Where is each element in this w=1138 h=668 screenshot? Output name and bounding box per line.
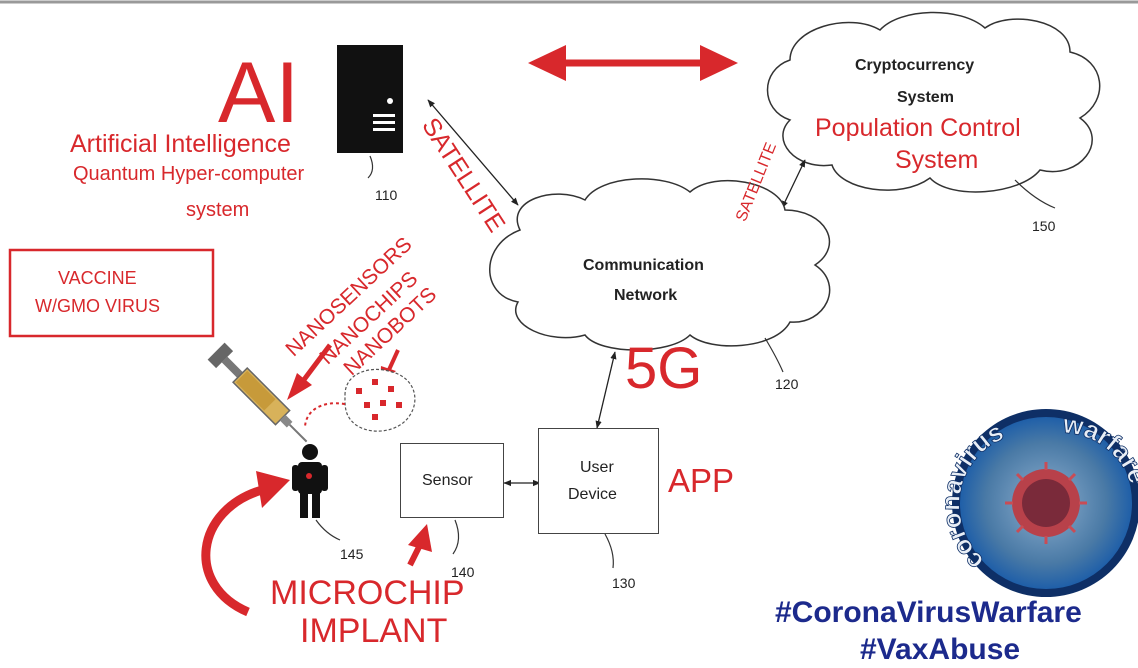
nanobots-arrow	[386, 349, 400, 373]
ref-leader-110	[367, 155, 374, 179]
ai-name: Artificial Intelligence	[70, 130, 291, 158]
vaccine-box	[8, 248, 215, 338]
ref-120: 120	[775, 376, 799, 392]
nano-to-syringe-arrowhead	[287, 373, 312, 400]
ref-145: 145	[340, 546, 364, 562]
ref-leader-130	[604, 533, 614, 569]
red-double-arrow	[528, 45, 738, 81]
ai-big-label: AI	[218, 45, 300, 141]
curved-implant-arrow	[201, 485, 264, 617]
ref-130: 130	[612, 575, 636, 591]
cloud-communication-network	[489, 178, 831, 351]
sensor-box: Sensor	[400, 443, 504, 518]
sensor-label: Sensor	[422, 472, 473, 489]
ai-sub-line1: Quantum Hyper-computer	[73, 163, 305, 185]
injection-dotted-path	[304, 402, 346, 429]
nanobot-dots	[356, 379, 402, 420]
crypto-line2: System	[897, 89, 954, 106]
coronavirus-warfare-badge	[952, 409, 1138, 597]
nanobot-blob	[344, 368, 416, 432]
device-line2: Device	[568, 486, 617, 503]
curved-implant-arrowhead	[256, 471, 290, 508]
person-icon	[292, 444, 328, 518]
network-device-link	[595, 351, 617, 429]
ai-sub-line2: system	[186, 199, 250, 221]
network-line2: Network	[614, 287, 678, 304]
population-control-line1: Population Control	[815, 114, 1021, 142]
ref-leader-145	[315, 519, 341, 541]
fiveg-label: 5G	[625, 336, 703, 401]
ref-150: 150	[1032, 218, 1056, 234]
population-control-line2: System	[895, 146, 979, 174]
server-icon	[337, 45, 403, 153]
microchip-line2: IMPLANT	[300, 612, 448, 650]
ref-110: 110	[375, 187, 398, 203]
vaccine-line1: VACCINE	[58, 268, 137, 288]
hashtag-vaxabuse: #VaxAbuse	[860, 633, 1021, 666]
user-device-box: User Device	[538, 428, 659, 534]
ref-leader-140	[452, 519, 460, 555]
ref-leader-120	[764, 337, 784, 373]
cloud-cryptocurrency	[766, 11, 1101, 193]
implant-dot	[306, 473, 312, 479]
crypto-line1: Cryptocurrency	[855, 57, 975, 74]
server-network-link	[427, 99, 519, 206]
network-line1: Communication	[583, 257, 704, 274]
device-line1: User	[580, 459, 614, 476]
vaccine-line2: W/GMO VIRUS	[35, 296, 160, 316]
sensor-red-arrowhead	[408, 524, 432, 552]
ref-140: 140	[451, 564, 475, 580]
hashtag-coronaviruswarfare: #CoronaVirusWarfare	[775, 596, 1082, 629]
sensor-red-arrow	[407, 543, 423, 567]
ref-leader-150	[1014, 179, 1056, 209]
syringe-icon	[207, 342, 308, 443]
cloud-network-link	[781, 159, 806, 209]
microchip-line1: MICROCHIP	[270, 574, 465, 612]
app-label: APP	[668, 462, 735, 499]
nano-to-syringe-arrow	[298, 343, 332, 387]
